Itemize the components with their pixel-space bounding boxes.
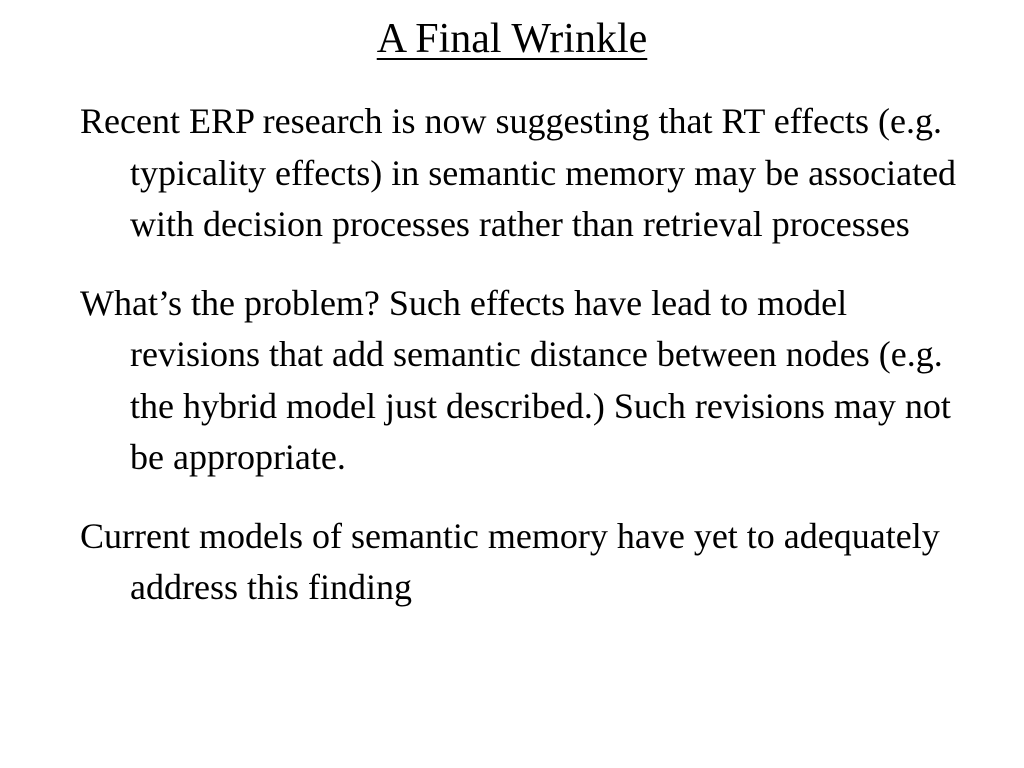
paragraph: What’s the problem? Such effects have le… xyxy=(80,282,951,478)
slide-body: Recent ERP research is now suggesting th… xyxy=(80,96,960,641)
paragraph: Current models of semantic memory have y… xyxy=(80,515,940,608)
paragraph: Recent ERP research is now suggesting th… xyxy=(80,101,957,244)
slide-title: A Final Wrinkle xyxy=(376,16,648,62)
